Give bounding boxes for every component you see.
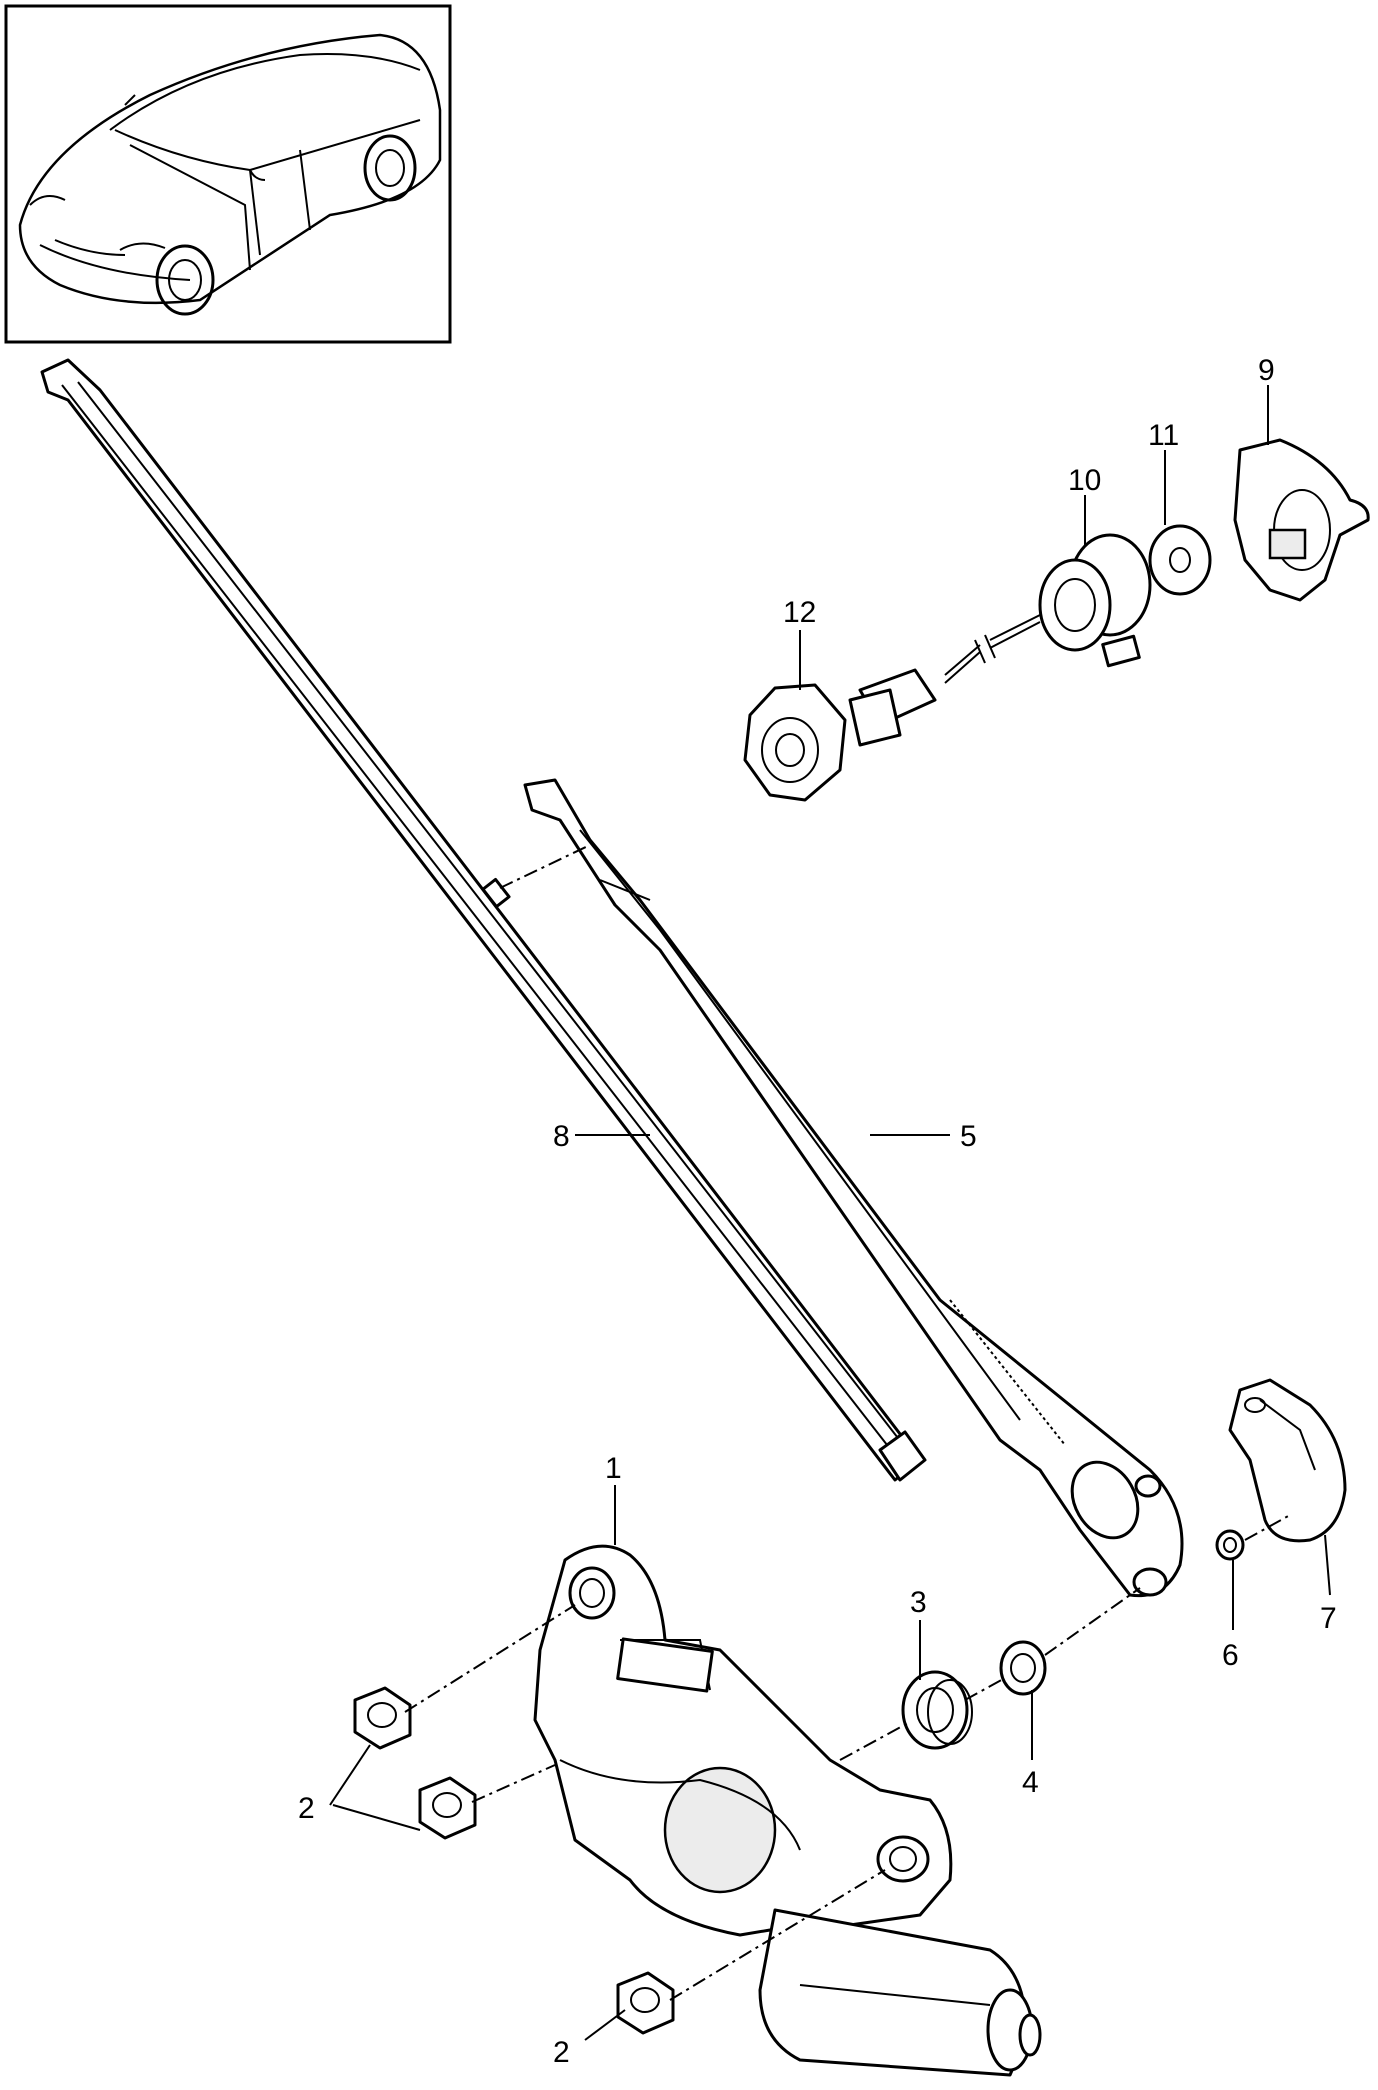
car-illustration xyxy=(18,33,442,316)
leader-lines xyxy=(329,385,1331,2041)
hex-nut-upper[interactable] xyxy=(353,1686,412,1750)
callout-10: 10 xyxy=(1068,464,1101,497)
callout-3: 3 xyxy=(910,1586,927,1619)
callout-1: 1 xyxy=(605,1452,622,1485)
callout-8: 8 xyxy=(553,1120,570,1153)
wiper-arm[interactable] xyxy=(523,778,1184,1598)
callout-5: 5 xyxy=(960,1120,977,1153)
vehicle-thumbnail xyxy=(4,4,452,344)
callout-2-lower: 2 xyxy=(553,2036,570,2069)
washer[interactable] xyxy=(1148,524,1212,596)
callout-labels: 1 2 2 3 4 5 6 7 8 9 10 11 12 xyxy=(298,354,1337,2069)
callout-12: 12 xyxy=(783,596,816,629)
callout-6: 6 xyxy=(1222,1639,1239,1672)
hex-nut-lower[interactable] xyxy=(616,1971,675,2035)
callout-2-upper: 2 xyxy=(298,1792,315,1825)
hex-nut-flange[interactable] xyxy=(743,683,847,802)
bushing[interactable] xyxy=(999,1640,1047,1696)
hex-nut-middle[interactable] xyxy=(418,1776,477,1840)
callout-4: 4 xyxy=(1022,1766,1039,1799)
wiper-motor[interactable] xyxy=(533,1544,1042,2077)
grommet[interactable] xyxy=(901,1670,973,1750)
grommet-with-cable[interactable] xyxy=(848,533,1152,747)
callout-9: 9 xyxy=(1258,354,1275,387)
cover-cap[interactable] xyxy=(1228,1378,1347,1543)
callout-7: 7 xyxy=(1320,1602,1337,1635)
alignment-lines xyxy=(404,844,1291,2001)
cover[interactable] xyxy=(1233,438,1370,602)
wiper-blade[interactable] xyxy=(40,358,927,1482)
small-nut[interactable] xyxy=(1215,1529,1245,1561)
callout-11: 11 xyxy=(1148,419,1179,452)
